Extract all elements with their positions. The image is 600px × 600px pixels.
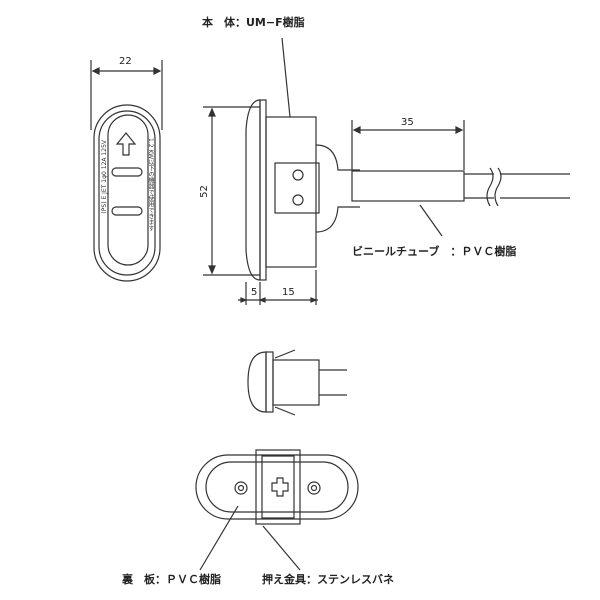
small-side-view	[247, 349, 347, 416]
face-text-right: 1.2 KW以下の機器で使用できます	[147, 138, 154, 232]
label-body: 本 体：UM−F樹脂	[202, 16, 305, 29]
dimension-height: 52	[198, 185, 210, 198]
side-view	[203, 37, 570, 305]
face-text-left: (PS) E JET 1φ0 12A 125V	[101, 140, 108, 214]
dimension-flange: 5	[251, 287, 258, 298]
dimension-cable: 35	[401, 117, 414, 128]
dimension-depth: 15	[282, 287, 295, 298]
label-tube: ビニールチューブ ：ＰＶＣ樹脂	[352, 245, 517, 258]
dimension-width: 22	[119, 56, 132, 67]
front-view	[90, 60, 163, 282]
back-view	[195, 449, 359, 571]
label-clamp: 押え金具：ステンレスバネ	[262, 573, 394, 586]
label-back-plate: 裏 板：ＰＶＣ樹脂	[122, 573, 221, 586]
